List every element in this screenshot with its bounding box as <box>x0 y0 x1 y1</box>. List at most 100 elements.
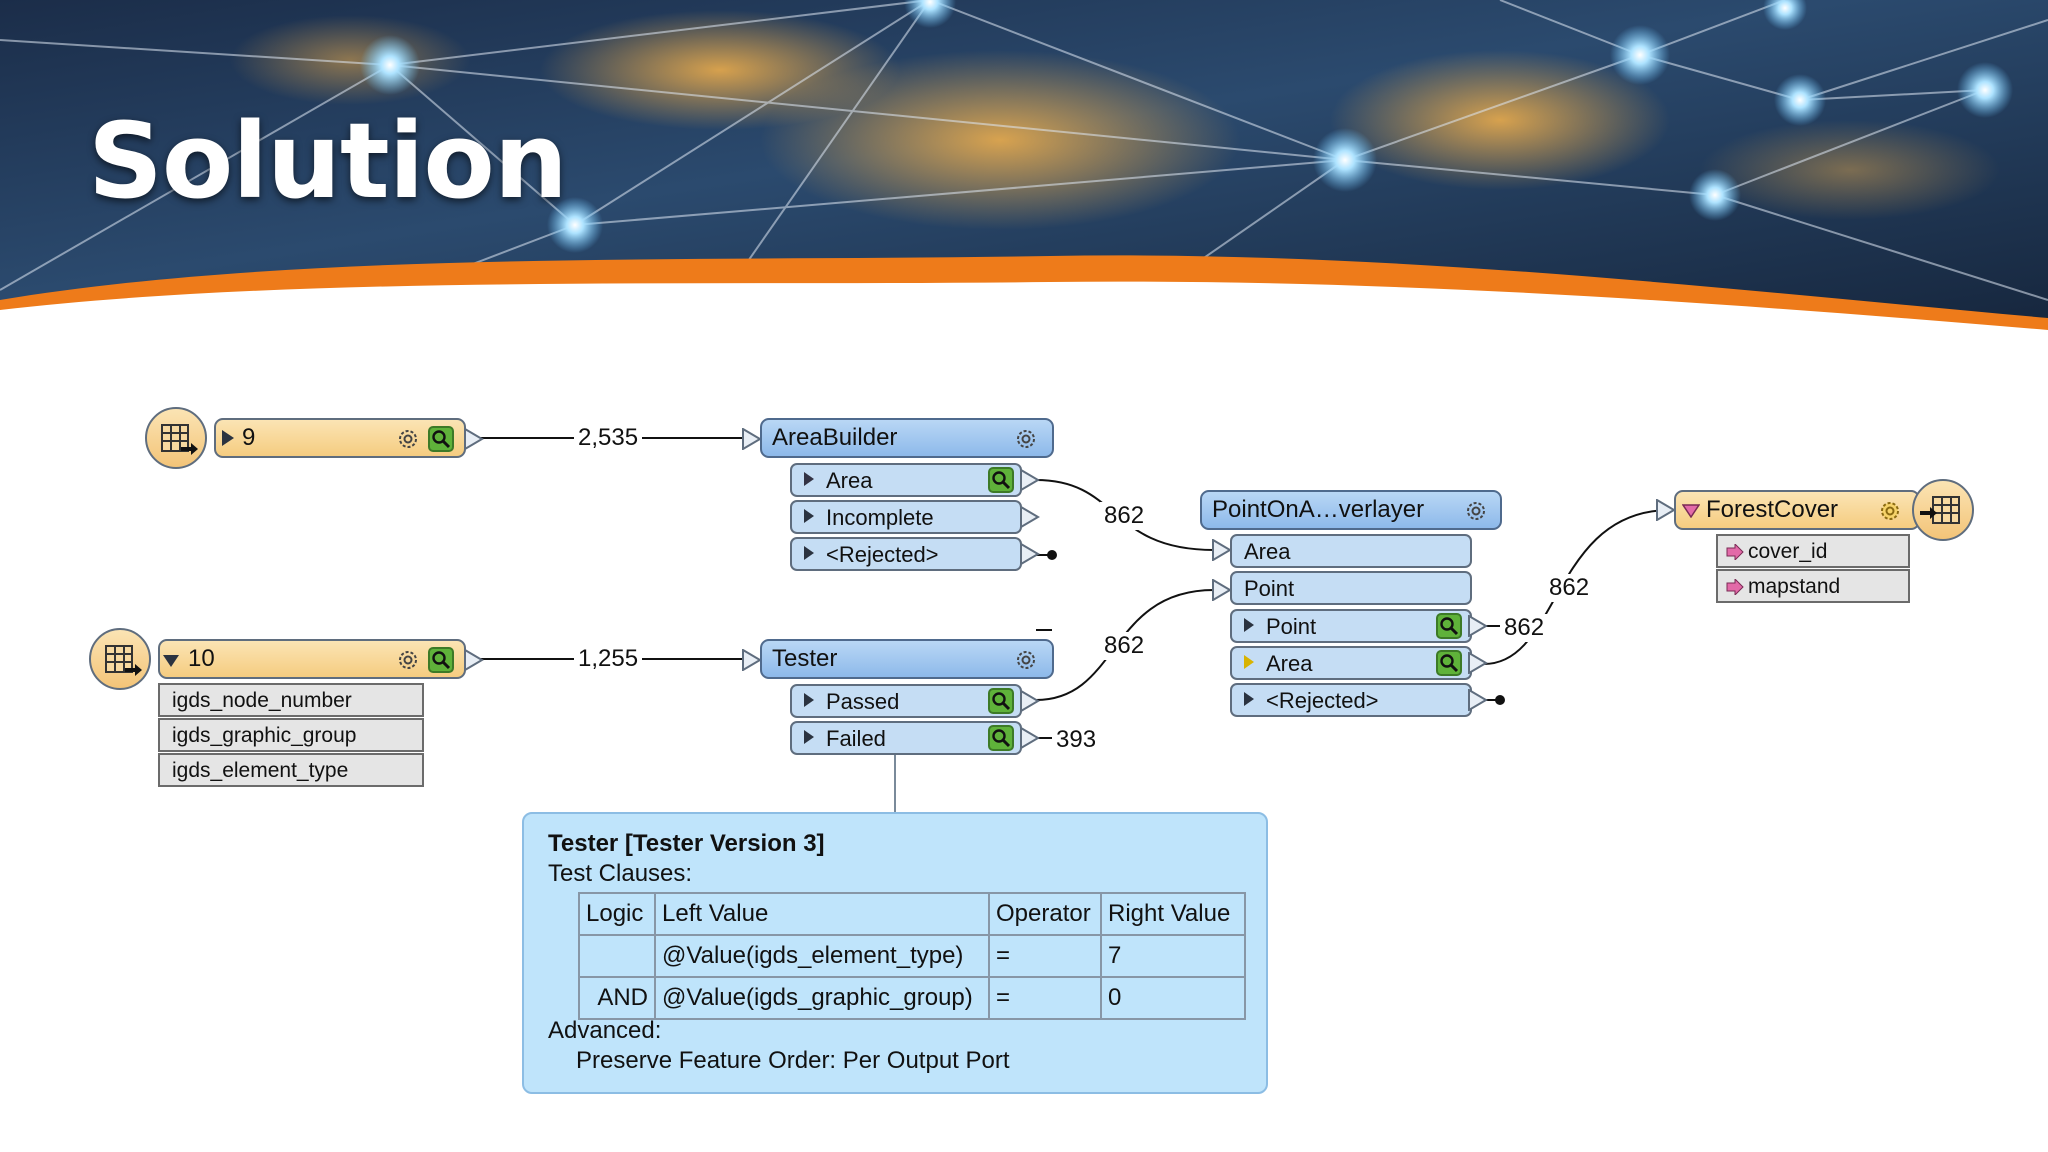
attribute-row[interactable]: mapstand <box>1716 569 1910 603</box>
output-port-icon[interactable] <box>1468 689 1488 711</box>
output-port-area[interactable]: Area <box>790 463 1022 497</box>
gear-icon[interactable] <box>1014 648 1038 672</box>
output-port-icon[interactable] <box>1020 543 1040 565</box>
port-label: <Rejected> <box>1266 688 1379 713</box>
tooltip-advanced-value: Preserve Feature Order: Per Output Port <box>576 1047 1010 1074</box>
collapse-icon[interactable] <box>163 655 179 667</box>
inspect-icon[interactable] <box>988 688 1014 714</box>
table-cell: 7 <box>1100 934 1246 978</box>
header-cell: Right Value <box>1100 892 1246 936</box>
output-port-icon[interactable] <box>464 428 484 450</box>
writer-title: ForestCover <box>1706 496 1839 523</box>
attribute-name: mapstand <box>1748 575 1841 598</box>
port-label: Passed <box>826 689 900 714</box>
inspect-icon[interactable] <box>428 426 454 452</box>
port-arrow-icon <box>1244 618 1254 632</box>
port-label: Point <box>1244 576 1295 601</box>
feature-count-label: 2,535 <box>574 424 643 452</box>
attribute-row[interactable]: igds_graphic_group <box>158 718 424 752</box>
port-label: Area <box>1244 539 1291 564</box>
port-arrow-icon <box>804 546 814 560</box>
input-port-icon[interactable] <box>1212 539 1232 561</box>
table-row: AND @Value(igds_graphic_group) = 0 <box>578 976 1246 1020</box>
inspect-icon[interactable] <box>988 467 1014 493</box>
input-port-icon[interactable] <box>1212 579 1232 601</box>
attribute-arrow-icon <box>1726 579 1744 595</box>
feature-count-label: 862 <box>1545 574 1594 602</box>
overlayer-title: PointOnA…verlayer <box>1212 496 1425 523</box>
feature-count-label: 1,255 <box>574 645 643 673</box>
attribute-row[interactable]: igds_element_type <box>158 753 424 787</box>
tooltip-title: Tester [Tester Version 3] <box>548 830 825 857</box>
tester-transformer[interactable]: Tester <box>760 639 1054 679</box>
header-banner <box>0 0 2048 330</box>
collapse-icon[interactable] <box>1682 504 1700 518</box>
reader-10-table-icon[interactable] <box>89 628 151 690</box>
output-port-icon[interactable] <box>1468 652 1488 674</box>
output-port-icon[interactable] <box>1020 690 1040 712</box>
input-port-icon[interactable] <box>742 649 762 671</box>
inspect-icon[interactable] <box>1436 650 1462 676</box>
table-row: @Value(igds_element_type) = 7 <box>578 934 1246 978</box>
writer-table-icon[interactable] <box>1912 479 1974 541</box>
output-port-rejected[interactable]: <Rejected> <box>1230 683 1472 717</box>
reader-10-label: 10 <box>188 645 215 672</box>
output-port-passed[interactable]: Passed <box>790 684 1022 718</box>
attribute-row[interactable]: cover_id <box>1716 534 1910 568</box>
output-port-point[interactable]: Point <box>1230 609 1472 643</box>
tester-tooltip: Tester [Tester Version 3] Test Clauses: … <box>522 812 1268 1094</box>
attribute-row[interactable]: igds_node_number <box>158 683 424 717</box>
gear-icon[interactable] <box>1014 427 1038 451</box>
output-port-incomplete[interactable]: Incomplete <box>790 500 1022 534</box>
inspect-icon[interactable] <box>1436 613 1462 639</box>
writer-forestcover[interactable]: ForestCover <box>1674 490 1920 530</box>
output-port-icon[interactable] <box>464 649 484 671</box>
reader-9-label: 9 <box>242 424 256 451</box>
reader-9[interactable]: 9 <box>214 418 466 458</box>
feature-count-label: 862 <box>1100 632 1149 660</box>
expand-icon[interactable] <box>222 430 234 446</box>
table-header-row: Logic Left Value Operator Right Value <box>578 892 1246 936</box>
attribute-name: igds_element_type <box>172 759 349 782</box>
input-port-icon[interactable] <box>742 428 762 450</box>
output-port-rejected[interactable]: <Rejected> <box>790 537 1022 571</box>
inspect-icon[interactable] <box>428 647 454 673</box>
gear-icon[interactable] <box>396 648 420 672</box>
test-clauses-table: Logic Left Value Operator Right Value @V… <box>578 892 1246 1020</box>
port-arrow-icon <box>1244 655 1254 669</box>
table-cell: 0 <box>1100 976 1246 1020</box>
input-port-icon[interactable] <box>1656 499 1676 521</box>
output-port-failed[interactable]: Failed <box>790 721 1022 755</box>
header-cell: Operator <box>988 892 1102 936</box>
gear-icon[interactable] <box>1878 499 1902 523</box>
table-cell: = <box>988 934 1102 978</box>
pointonareaoverlayer-transformer[interactable]: PointOnA…verlayer <box>1200 490 1502 530</box>
feature-count-label: 862 <box>1100 502 1149 530</box>
input-port-point[interactable]: Point <box>1230 571 1472 605</box>
reader-10[interactable]: 10 <box>158 639 466 679</box>
gear-icon[interactable] <box>396 427 420 451</box>
reader-9-table-icon[interactable] <box>145 407 207 469</box>
port-label: Point <box>1266 614 1317 639</box>
port-arrow-icon <box>804 730 814 744</box>
feature-count-label: 862 <box>1500 614 1549 642</box>
areabuilder-title: AreaBuilder <box>772 424 898 451</box>
port-arrow-icon <box>804 693 814 707</box>
output-port-icon[interactable] <box>1468 615 1488 637</box>
areabuilder-transformer[interactable]: AreaBuilder <box>760 418 1054 458</box>
table-cell <box>578 934 656 978</box>
output-port-icon[interactable] <box>1020 727 1040 749</box>
inspect-icon[interactable] <box>988 725 1014 751</box>
output-port-icon[interactable] <box>1020 506 1040 528</box>
gear-icon[interactable] <box>1464 499 1488 523</box>
output-port-area[interactable]: Area <box>1230 646 1472 680</box>
port-label: Incomplete <box>826 505 934 530</box>
port-label: <Rejected> <box>826 542 939 567</box>
table-cell: @Value(igds_element_type) <box>654 934 990 978</box>
port-arrow-icon <box>804 509 814 523</box>
header-cell: Logic <box>578 892 656 936</box>
table-cell: = <box>988 976 1102 1020</box>
input-port-area[interactable]: Area <box>1230 534 1472 568</box>
attribute-arrow-icon <box>1726 544 1744 560</box>
output-port-icon[interactable] <box>1020 469 1040 491</box>
